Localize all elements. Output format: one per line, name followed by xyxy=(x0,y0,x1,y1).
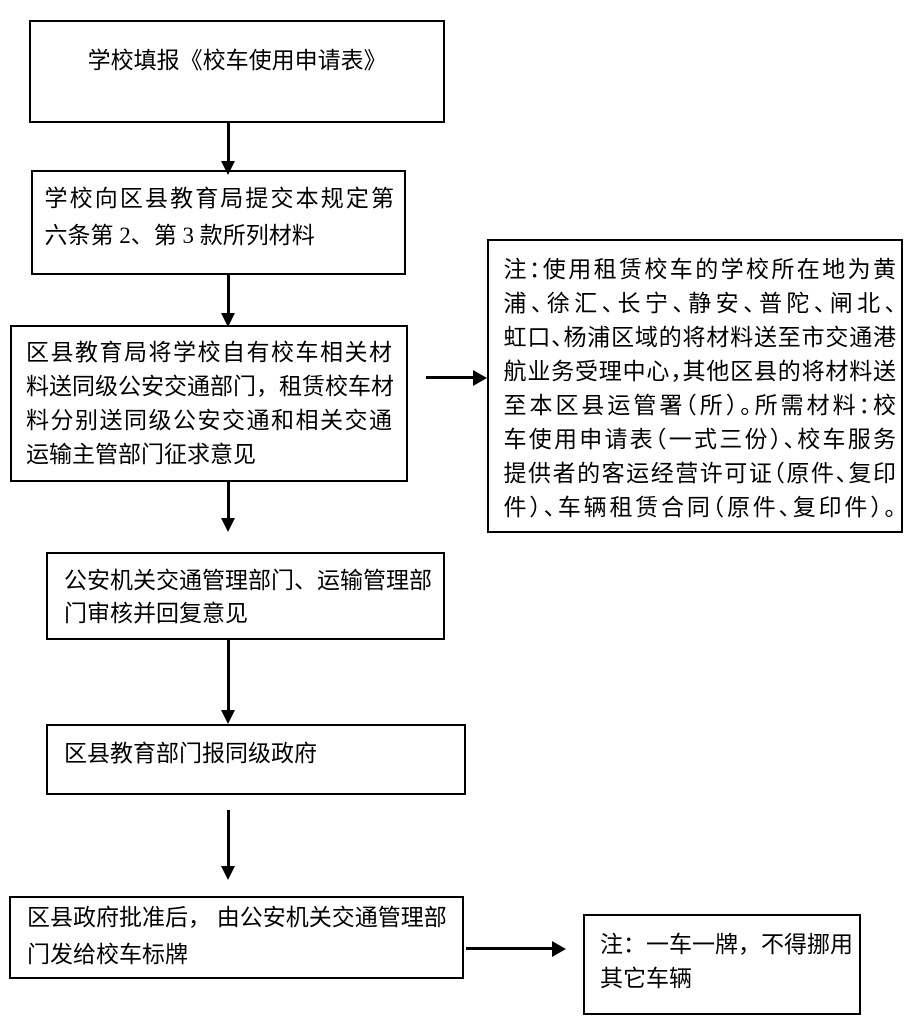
arrow-head-icon xyxy=(221,866,235,880)
flow-step-box-5 xyxy=(46,724,466,795)
arrow-stem xyxy=(227,639,230,711)
flow-step-text-1: 学校填报《校车使用申请表》 xyxy=(32,43,443,79)
text-line: 航业务受理中心，其他区县的将材料送 xyxy=(503,359,897,384)
arrow-stem xyxy=(426,376,473,379)
flow-step-text-3: 区县教育局将学校自有校车相关材料送同级公安交通部门，租赁校车材料分别送同级公安交… xyxy=(26,336,394,472)
text-line: 学校向区县教育局提交本规定第 xyxy=(44,186,395,211)
text-line: 虹口、杨浦区域的将材料送至市交通港 xyxy=(503,325,897,350)
flow-step-box-6 xyxy=(9,896,464,979)
flow-step-text-4: 公安机关交通管理部门、运输管理部门审核并回复意见 xyxy=(64,564,442,630)
arrow-head-icon xyxy=(221,313,235,327)
text-line: 注：一车一牌，不得挪用 xyxy=(600,931,853,957)
arrow-head-icon xyxy=(221,518,235,532)
text-line: 区县教育局将学校自有校车相关材 xyxy=(26,339,392,365)
text-line: 门发给校车标牌 xyxy=(27,942,188,967)
text-line: 其它车辆 xyxy=(600,966,692,991)
note-box-2 xyxy=(583,914,861,1015)
text-line: 提供者的客运经营许可证（原件、复印 xyxy=(503,461,897,486)
arrow-head-icon xyxy=(552,940,566,957)
flow-step-text-2: 学校向区县教育局提交本规定第六条第 2、第 3 款所列材料 xyxy=(45,181,395,254)
note-box-1 xyxy=(487,239,903,533)
text-line: 料送同级公安交通部门，租赁校车材 xyxy=(26,373,394,399)
text-line: 料分别送同级公安交通和相关交通 xyxy=(26,407,392,433)
arrow-stem xyxy=(227,274,230,314)
text-line: 区县政府批准后， 由公安机关交通管理部 xyxy=(27,905,447,930)
text-line: 注：使用租赁校车的学校所在地为黄 xyxy=(503,257,897,282)
text-line: 运输主管部门征求意见 xyxy=(26,441,256,467)
arrow-stem xyxy=(227,122,230,162)
text-line: 件）、车辆租赁合同（原件、复印件）。 xyxy=(503,495,897,520)
text-line: 车使用申请表（一式三份）、校车服务 xyxy=(503,427,897,452)
arrow-head-icon xyxy=(221,710,235,724)
arrow-stem xyxy=(466,947,552,950)
flow-step-box-1 xyxy=(29,19,445,123)
flow-step-box-3 xyxy=(9,325,408,482)
text-line: 学校填报《校车使用申请表》 xyxy=(87,48,387,73)
flow-step-text-5: 区县教育部门报同级政府 xyxy=(64,737,456,770)
arrow-stem xyxy=(227,480,230,519)
flow-step-box-4 xyxy=(46,552,445,640)
text-line: 区县教育部门报同级政府 xyxy=(64,741,317,766)
flow-step-text-6: 区县政府批准后， 由公安机关交通管理部门发给校车标牌 xyxy=(27,899,450,973)
text-line: 门审核并回复意见 xyxy=(64,601,248,626)
flow-step-box-2 xyxy=(31,170,406,275)
arrow-head-icon xyxy=(473,369,487,386)
text-line: 浦、徐汇、长宁、静安、普陀、闸北、 xyxy=(503,291,897,316)
note-text-1: 注：使用租赁校车的学校所在地为黄浦、徐汇、长宁、静安、普陀、闸北、虹口、杨浦区域… xyxy=(504,253,897,525)
note-text-2: 注：一车一牌，不得挪用其它车辆 xyxy=(600,928,853,997)
text-line: 六条第 2、第 3 款所列材料 xyxy=(44,222,315,248)
text-line: 至本区县运管署（所）。所需材料：校 xyxy=(503,393,897,418)
arrow-head-icon xyxy=(221,161,235,175)
text-line: 公安机关交通管理部门、运输管理部 xyxy=(64,568,432,593)
arrow-stem xyxy=(227,810,230,867)
